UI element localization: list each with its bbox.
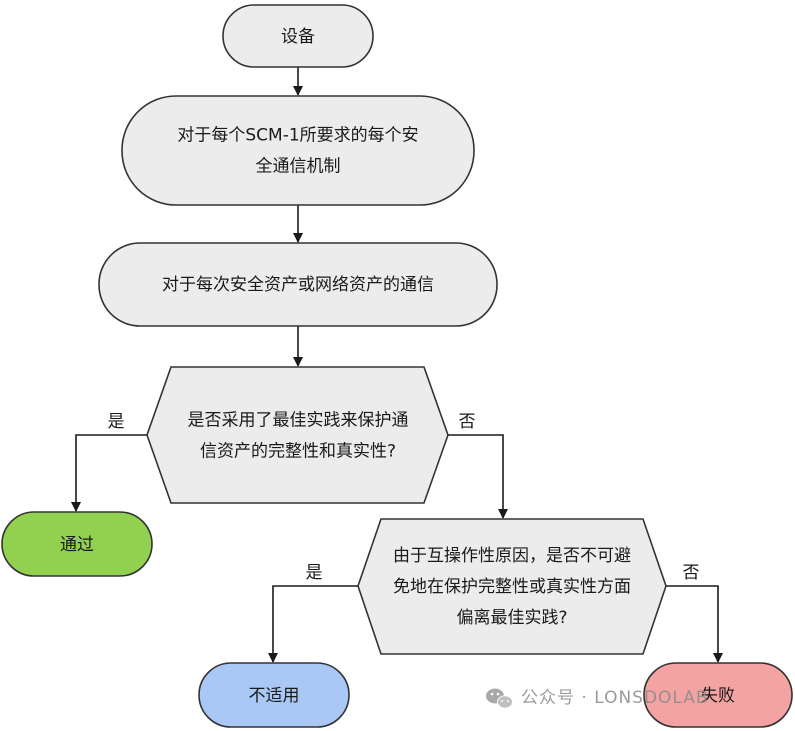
edges xyxy=(71,67,723,663)
node-fail-label: 失败 xyxy=(701,686,735,706)
node-decision1: 是否采用了最佳实践来保护通信资产的完整性和真实性? xyxy=(146,366,449,504)
node-loop1: 对于每个SCM-1所要求的每个安全通信机制 xyxy=(121,95,475,206)
node-label-line: 偏离最佳实践? xyxy=(456,608,567,628)
edge-decision2-fail xyxy=(643,585,723,663)
label-decision1-yes: 是 xyxy=(108,412,125,432)
node-not-applicable: 不适用 xyxy=(198,662,350,728)
node-pass-label: 通过 xyxy=(60,535,94,555)
node-label-line: 全通信机制 xyxy=(256,157,341,177)
node-decision2-label: 由于互操作性原因，是否不可避免地在保护完整性或真实性方面偏离最佳实践? xyxy=(393,546,631,628)
node-start: 设备 xyxy=(222,4,374,68)
node-label-line: 对于每个SCM-1所要求的每个安 xyxy=(177,126,418,146)
node-label-line: 是否采用了最佳实践来保护通 xyxy=(188,411,409,431)
node-pass: 通过 xyxy=(1,511,153,577)
node-label-line: 信资产的完整性和真实性? xyxy=(200,442,396,462)
edge-decision2-na xyxy=(268,585,381,663)
node-label-line: 对于每次安全资产或网络资产的通信 xyxy=(162,275,434,295)
edge-decision1-decision2 xyxy=(424,434,508,519)
label-decision1-no: 否 xyxy=(459,412,476,432)
node-label-line: 免地在保护完整性或真实性方面 xyxy=(393,577,631,597)
node-label-line: 不适用 xyxy=(249,686,300,706)
label-decision2-yes: 是 xyxy=(306,563,323,583)
edge-labels: 是 否 是 否 xyxy=(108,412,700,583)
node-label-line: 通过 xyxy=(60,535,94,555)
node-label-line: 失败 xyxy=(701,686,735,706)
edge-decision1-pass xyxy=(71,434,171,512)
node-start-label: 设备 xyxy=(281,27,315,47)
node-not-applicable-label: 不适用 xyxy=(249,686,300,706)
node-fail: 失败 xyxy=(643,662,793,728)
node-decision2: 由于互操作性原因，是否不可避免地在保护完整性或真实性方面偏离最佳实践? xyxy=(357,518,667,655)
label-decision2-no: 否 xyxy=(683,563,700,583)
node-loop1-label: 对于每个SCM-1所要求的每个安全通信机制 xyxy=(177,126,418,177)
node-label-line: 由于互操作性原因，是否不可避 xyxy=(393,546,631,566)
watermark-text: 公众号 · LONSDOLAB xyxy=(521,688,709,708)
watermark: 公众号 · LONSDOLAB xyxy=(486,688,709,709)
node-loop2: 对于每次安全资产或网络资产的通信 xyxy=(98,242,498,327)
node-label-line: 设备 xyxy=(281,27,315,47)
node-decision1-label: 是否采用了最佳实践来保护通信资产的完整性和真实性? xyxy=(188,411,409,462)
node-loop2-label: 对于每次安全资产或网络资产的通信 xyxy=(162,275,434,295)
wechat-icon xyxy=(486,688,513,709)
